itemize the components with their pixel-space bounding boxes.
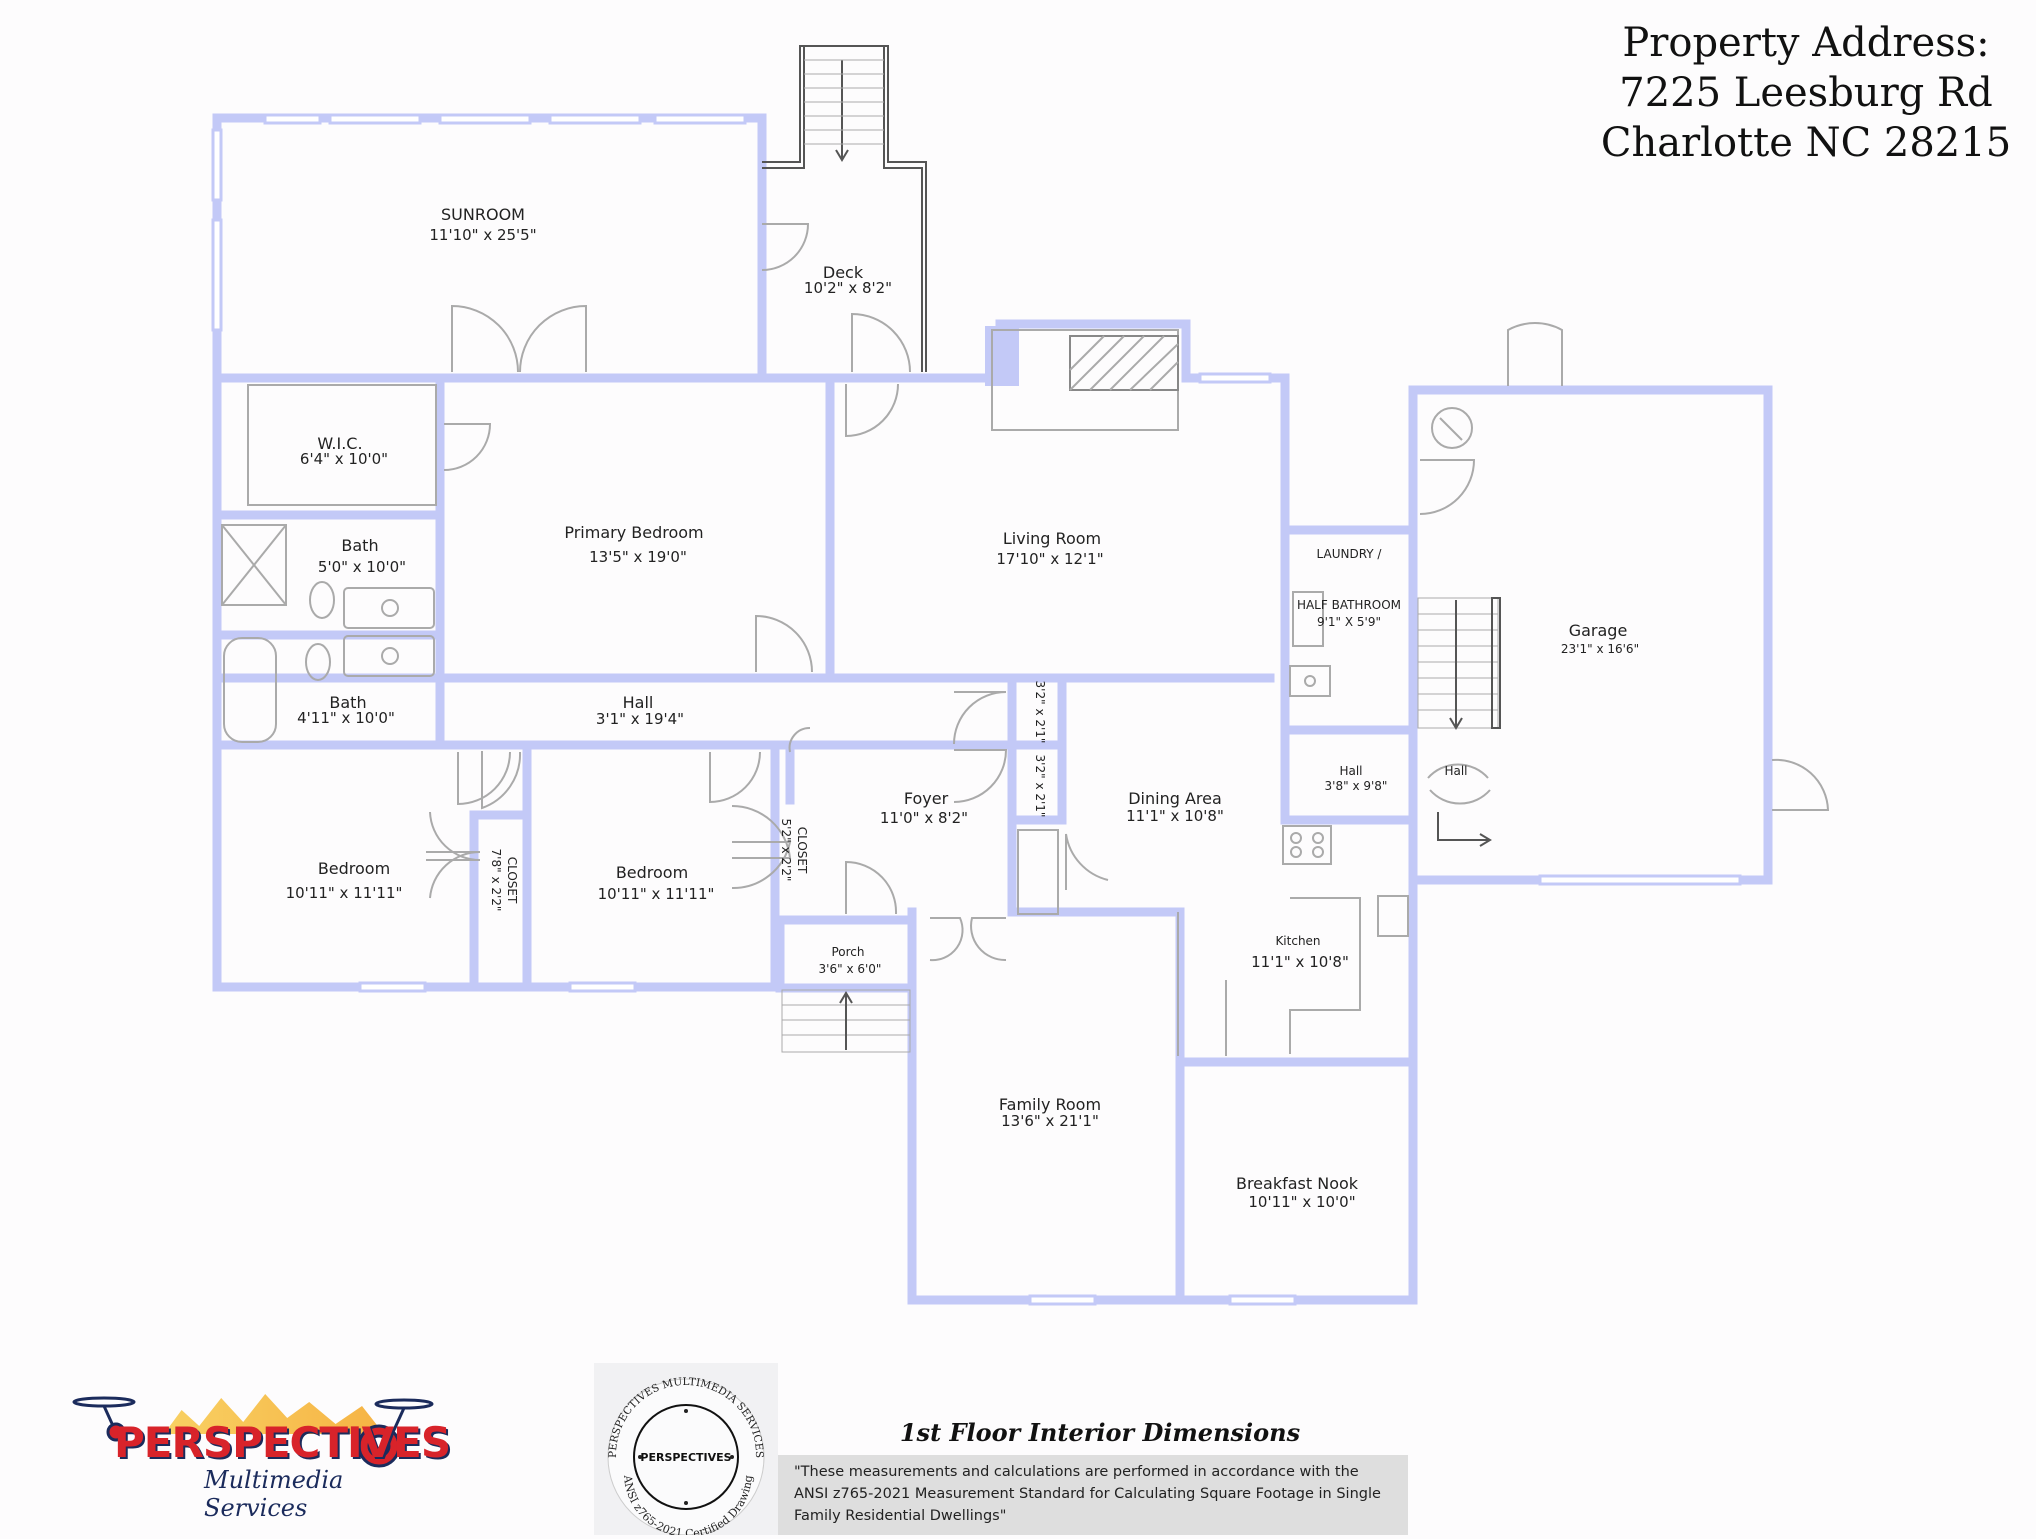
room-name-foyer: Foyer bbox=[904, 789, 949, 808]
room-dim-breakfast-nook: 10'11" x 10'0" bbox=[1248, 1193, 1355, 1211]
floor-caption: 1st Floor Interior Dimensions bbox=[899, 1418, 1301, 1447]
room-dim-closet-small-2: 3'2" x 2'1" bbox=[1033, 755, 1047, 818]
room-dim-hall-1: 3'1" x 19'4" bbox=[596, 710, 684, 728]
room-dim-dining-area: 11'1" x 10'8" bbox=[1126, 807, 1224, 825]
room-labels: SUNROOM 11'10" x 25'5" Deck 10'2" x 8'2"… bbox=[286, 205, 1640, 1211]
room-name-dining-area: Dining Area bbox=[1128, 789, 1222, 808]
address-city: Charlotte NC 28215 bbox=[1600, 120, 2012, 166]
room-name-bath-2: Bath bbox=[329, 693, 366, 712]
room-name-hall-3: Hall bbox=[1444, 764, 1467, 778]
room-name-family-room: Family Room bbox=[999, 1095, 1101, 1114]
room-dim-foyer: 11'0" x 8'2" bbox=[880, 809, 968, 827]
fireplace bbox=[991, 329, 1179, 431]
door-swings bbox=[426, 223, 1830, 962]
windows bbox=[211, 113, 1742, 1306]
room-dim-kitchen: 11'1" x 10'8" bbox=[1251, 953, 1349, 971]
room-dim-bath-1: 5'0" x 10'0" bbox=[318, 558, 406, 576]
fixtures bbox=[221, 384, 1473, 1056]
address-label: Property Address: bbox=[1622, 20, 1990, 66]
room-name-breakfast-nook: Breakfast Nook bbox=[1236, 1174, 1359, 1193]
room-name-kitchen: Kitchen bbox=[1275, 934, 1320, 948]
room-dim-family-room: 13'6" x 21'1" bbox=[1001, 1112, 1099, 1130]
room-dim-closet-2: 5'2" x 2'2" bbox=[779, 819, 793, 882]
room-dim-bedroom-2: 10'11" x 11'11" bbox=[598, 885, 715, 903]
room-dim-living-room: 17'10" x 12'1" bbox=[996, 550, 1103, 568]
room-name-porch: Porch bbox=[831, 945, 864, 959]
room-dim-bedroom-1: 10'11" x 11'11" bbox=[286, 884, 403, 902]
room-name-wic: W.I.C. bbox=[317, 434, 362, 453]
room-name-hall-2: Hall bbox=[1339, 764, 1362, 778]
room-dim-porch: 3'6" x 6'0" bbox=[819, 962, 882, 976]
room-name-garage: Garage bbox=[1569, 621, 1628, 640]
room-dim-wic: 6'4" x 10'0" bbox=[300, 450, 388, 468]
room-name-hall-1: Hall bbox=[623, 693, 654, 712]
room-dim-half-bathroom: 9'1" X 5'9" bbox=[1317, 615, 1381, 629]
walls bbox=[212, 113, 1773, 1305]
room-name-closet-1: CLOSET bbox=[505, 857, 519, 904]
logo-sub-text: Multimedia Services bbox=[204, 1466, 344, 1522]
room-dim-deck: 10'2" x 8'2" bbox=[804, 279, 892, 297]
room-dim-closet-1: 7'8" x 2'2" bbox=[489, 849, 503, 912]
room-dim-primary-bedroom: 13'5" x 19'0" bbox=[589, 548, 687, 566]
measurement-disclaimer: "These measurements and calculations are… bbox=[778, 1455, 1408, 1535]
room-name-laundry: LAUNDRY / bbox=[1317, 547, 1383, 561]
room-name-bath-1: Bath bbox=[341, 536, 378, 555]
room-dim-bath-2: 4'11" x 10'0" bbox=[297, 709, 395, 727]
seal-center-text: PERSPECTIVES bbox=[640, 1451, 731, 1464]
room-dim-closet-small-1: 3'2" x 2'1" bbox=[1033, 681, 1047, 744]
room-name-deck: Deck bbox=[823, 263, 864, 282]
deck-stairs bbox=[762, 45, 1501, 1053]
room-name-bedroom-2: Bedroom bbox=[616, 863, 688, 882]
property-address: Property Address: 7225 Leesburg Rd Charl… bbox=[1596, 18, 2016, 168]
room-name-sunroom: SUNROOM bbox=[441, 205, 525, 224]
company-logo: PERSPECTIVES Multimedia Services bbox=[44, 1390, 451, 1522]
room-name-bedroom-1: Bedroom bbox=[318, 859, 390, 878]
room-dim-garage: 23'1" x 16'6" bbox=[1561, 642, 1639, 656]
room-dim-hall-2: 3'8" x 9'8" bbox=[1325, 779, 1388, 793]
address-street: 7225 Leesburg Rd bbox=[1619, 70, 1993, 116]
room-name-living-room: Living Room bbox=[1003, 529, 1101, 548]
drone-icon bbox=[72, 1396, 434, 1468]
logo-main-text: PERSPECTIVES bbox=[114, 1418, 451, 1467]
room-name-closet-2: CLOSET bbox=[795, 827, 809, 874]
room-dim-sunroom: 11'10" x 25'5" bbox=[429, 226, 536, 244]
room-name-primary-bedroom: Primary Bedroom bbox=[564, 523, 703, 542]
certification-seal: PERSPECTIVES MULTIMEDIA SERVICES ANSI z7… bbox=[594, 1363, 778, 1539]
room-name-half-bathroom: HALF BATHROOM bbox=[1297, 598, 1401, 612]
